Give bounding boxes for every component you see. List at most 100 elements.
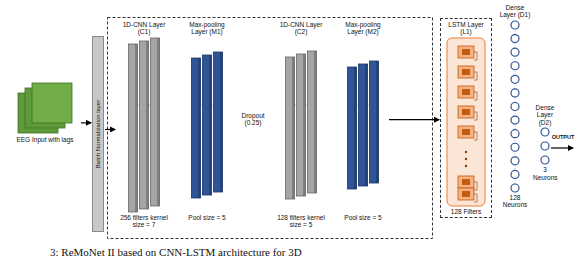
neuron <box>541 128 549 136</box>
output-label: OUTPUT <box>551 134 575 140</box>
dotted-link <box>295 104 297 105</box>
lstm-cell-core <box>462 109 470 115</box>
feature-map-layer <box>151 38 160 206</box>
neuron <box>511 102 519 110</box>
layer-block: Dense Layer (D1) 128 Neurons <box>499 4 531 209</box>
neuron <box>511 89 519 97</box>
picture <box>499 19 531 194</box>
dotted-link <box>149 104 151 105</box>
lstm-cell <box>458 106 474 118</box>
feature-map-layer <box>370 61 379 183</box>
picture <box>10 80 80 136</box>
picture-area <box>533 126 557 166</box>
picture <box>273 36 329 214</box>
arrow-connector <box>105 129 115 130</box>
layer-block: Max-pooling Layer (M1)Pool size = 5 <box>182 21 232 221</box>
lstm-cell-core <box>462 49 470 55</box>
picture-area <box>10 80 80 136</box>
lstm-column <box>447 38 485 206</box>
picture <box>182 36 232 214</box>
cnn-group-outline <box>108 18 433 239</box>
layer-block: 1D-CNN Layer (C1) 256 filters kernel size… <box>116 21 172 229</box>
feature-map-layer <box>203 55 212 195</box>
lstm-loop <box>474 72 477 80</box>
neuron <box>511 75 519 83</box>
feature-map-side <box>292 57 295 199</box>
dotted-link <box>201 104 203 105</box>
ellipsis-dot <box>465 158 467 160</box>
lstm-cell <box>458 126 474 138</box>
neuron <box>511 62 519 70</box>
layer-title: Dense Layer (D1) <box>499 4 531 19</box>
feature-map-side <box>365 64 368 186</box>
lstm-loop <box>474 182 477 190</box>
lstm-loop <box>474 52 477 60</box>
feature-map-side <box>198 58 201 198</box>
feature-map-layer <box>214 52 223 192</box>
picture-area <box>338 36 388 214</box>
feature-map-side <box>209 55 212 195</box>
eeg-sheet <box>32 83 72 123</box>
input-label: EEG Input with lags <box>10 136 80 143</box>
feature-map-layer <box>297 54 306 196</box>
feature-map-side <box>135 44 138 212</box>
feature-map-side <box>303 54 306 196</box>
lstm-box: LSTM Layer (L1) 128 Filters <box>440 18 492 218</box>
layer-parameters: 256 filters kernel size = 7 <box>116 214 172 229</box>
layer-block: Max-pooling Layer (M2)Pool size = 5 <box>338 21 388 221</box>
layer-parameters: 3 Neurons <box>533 166 557 181</box>
layer-parameters: 128 Filters <box>442 208 490 215</box>
layer-title: 1D-CNN Layer (C2) <box>273 21 329 36</box>
picture-area <box>116 36 172 214</box>
lstm-loop <box>474 194 477 202</box>
arrow-connector <box>81 122 91 123</box>
feature-map-layer <box>286 57 295 199</box>
feature-map-layer <box>192 58 201 198</box>
feature-map-layer <box>348 67 357 189</box>
lstm-loop <box>474 112 477 120</box>
lstm-cell-core <box>462 191 470 197</box>
picture-area <box>182 36 232 214</box>
neuron <box>541 156 549 164</box>
lstm-cell <box>458 46 474 58</box>
feature-map-side <box>220 52 223 192</box>
layer-block: Dense Layer (D2) 3 Neurons <box>533 104 557 181</box>
feature-map-layer <box>129 44 138 212</box>
feature-map-side <box>354 67 357 189</box>
picture <box>533 126 557 166</box>
lstm-cell <box>458 86 474 98</box>
layer-title: LSTM Layer (L1) <box>442 21 490 36</box>
dotted-link <box>357 104 359 105</box>
lstm-loop <box>474 132 477 140</box>
layer-parameters: 128 filters kernel size = 5 <box>273 214 329 229</box>
layer-parameters: 128 Neurons <box>499 194 531 209</box>
ellipsis-dot <box>465 165 467 167</box>
layer-title: Max-pooling Layer (M2) <box>338 21 388 36</box>
lstm-cell <box>458 188 474 200</box>
neuron <box>511 48 519 56</box>
picture-area <box>442 36 490 208</box>
neuron <box>511 143 519 151</box>
picture <box>116 36 172 214</box>
layer-title: 1D-CNN Layer (C1) <box>116 21 172 36</box>
normalization-bar: Batch Normalization layer <box>92 36 104 232</box>
neuron <box>541 142 549 150</box>
lstm-cell <box>458 66 474 78</box>
neuron <box>511 116 519 124</box>
lstm-loop <box>474 92 477 100</box>
lstm-cell-core <box>462 179 470 185</box>
picture-area <box>273 36 329 214</box>
picture <box>442 36 490 208</box>
dotted-link <box>306 104 308 105</box>
dropout-label: Dropout (0.25) <box>236 112 270 127</box>
lstm-cell-core <box>462 129 470 135</box>
arrow-connector <box>389 119 439 120</box>
layer-title: Dense Layer (D2) <box>533 104 557 126</box>
feature-map-layer <box>359 64 368 186</box>
lstm-cell-core <box>462 89 470 95</box>
ellipsis-dot <box>465 151 467 153</box>
feature-map-side <box>376 61 379 183</box>
neuron <box>511 157 519 165</box>
picture <box>338 36 388 214</box>
